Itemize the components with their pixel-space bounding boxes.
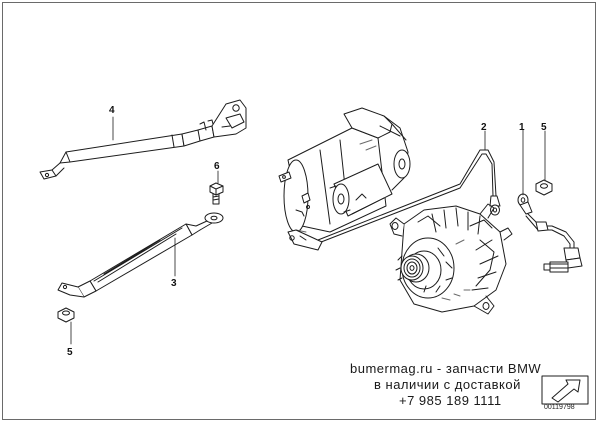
alternator (389, 203, 513, 315)
navigation-arrow-icon[interactable] (541, 375, 589, 405)
callout-5-bottom: 5 (67, 347, 73, 358)
part-5-nut-right (535, 179, 553, 196)
watermark-line-2: в наличии с доставкой (374, 377, 521, 392)
diagram-frame (2, 2, 596, 420)
part-2-alternator-cable (287, 149, 501, 251)
callout-6: 6 (214, 161, 220, 172)
callout-2: 2 (481, 122, 487, 133)
part-4-battery-cable (39, 99, 247, 180)
watermark-line-3: +7 985 189 1111 (399, 393, 502, 408)
part-5-nut-left (57, 307, 75, 323)
document-number: 00119798 (544, 404, 575, 411)
callout-5-top: 5 (541, 122, 547, 133)
part-6-bolt (209, 182, 224, 205)
part-1-sensor-cable (517, 193, 583, 273)
part-3-ground-strap (57, 212, 224, 298)
callout-1: 1 (519, 122, 525, 133)
watermark-line-1: bumermag.ru - запчасти BMW (350, 361, 542, 376)
leader-lines (70, 116, 546, 345)
callout-4: 4 (109, 105, 115, 116)
callout-3: 3 (171, 278, 177, 289)
starter-motor (278, 107, 411, 233)
